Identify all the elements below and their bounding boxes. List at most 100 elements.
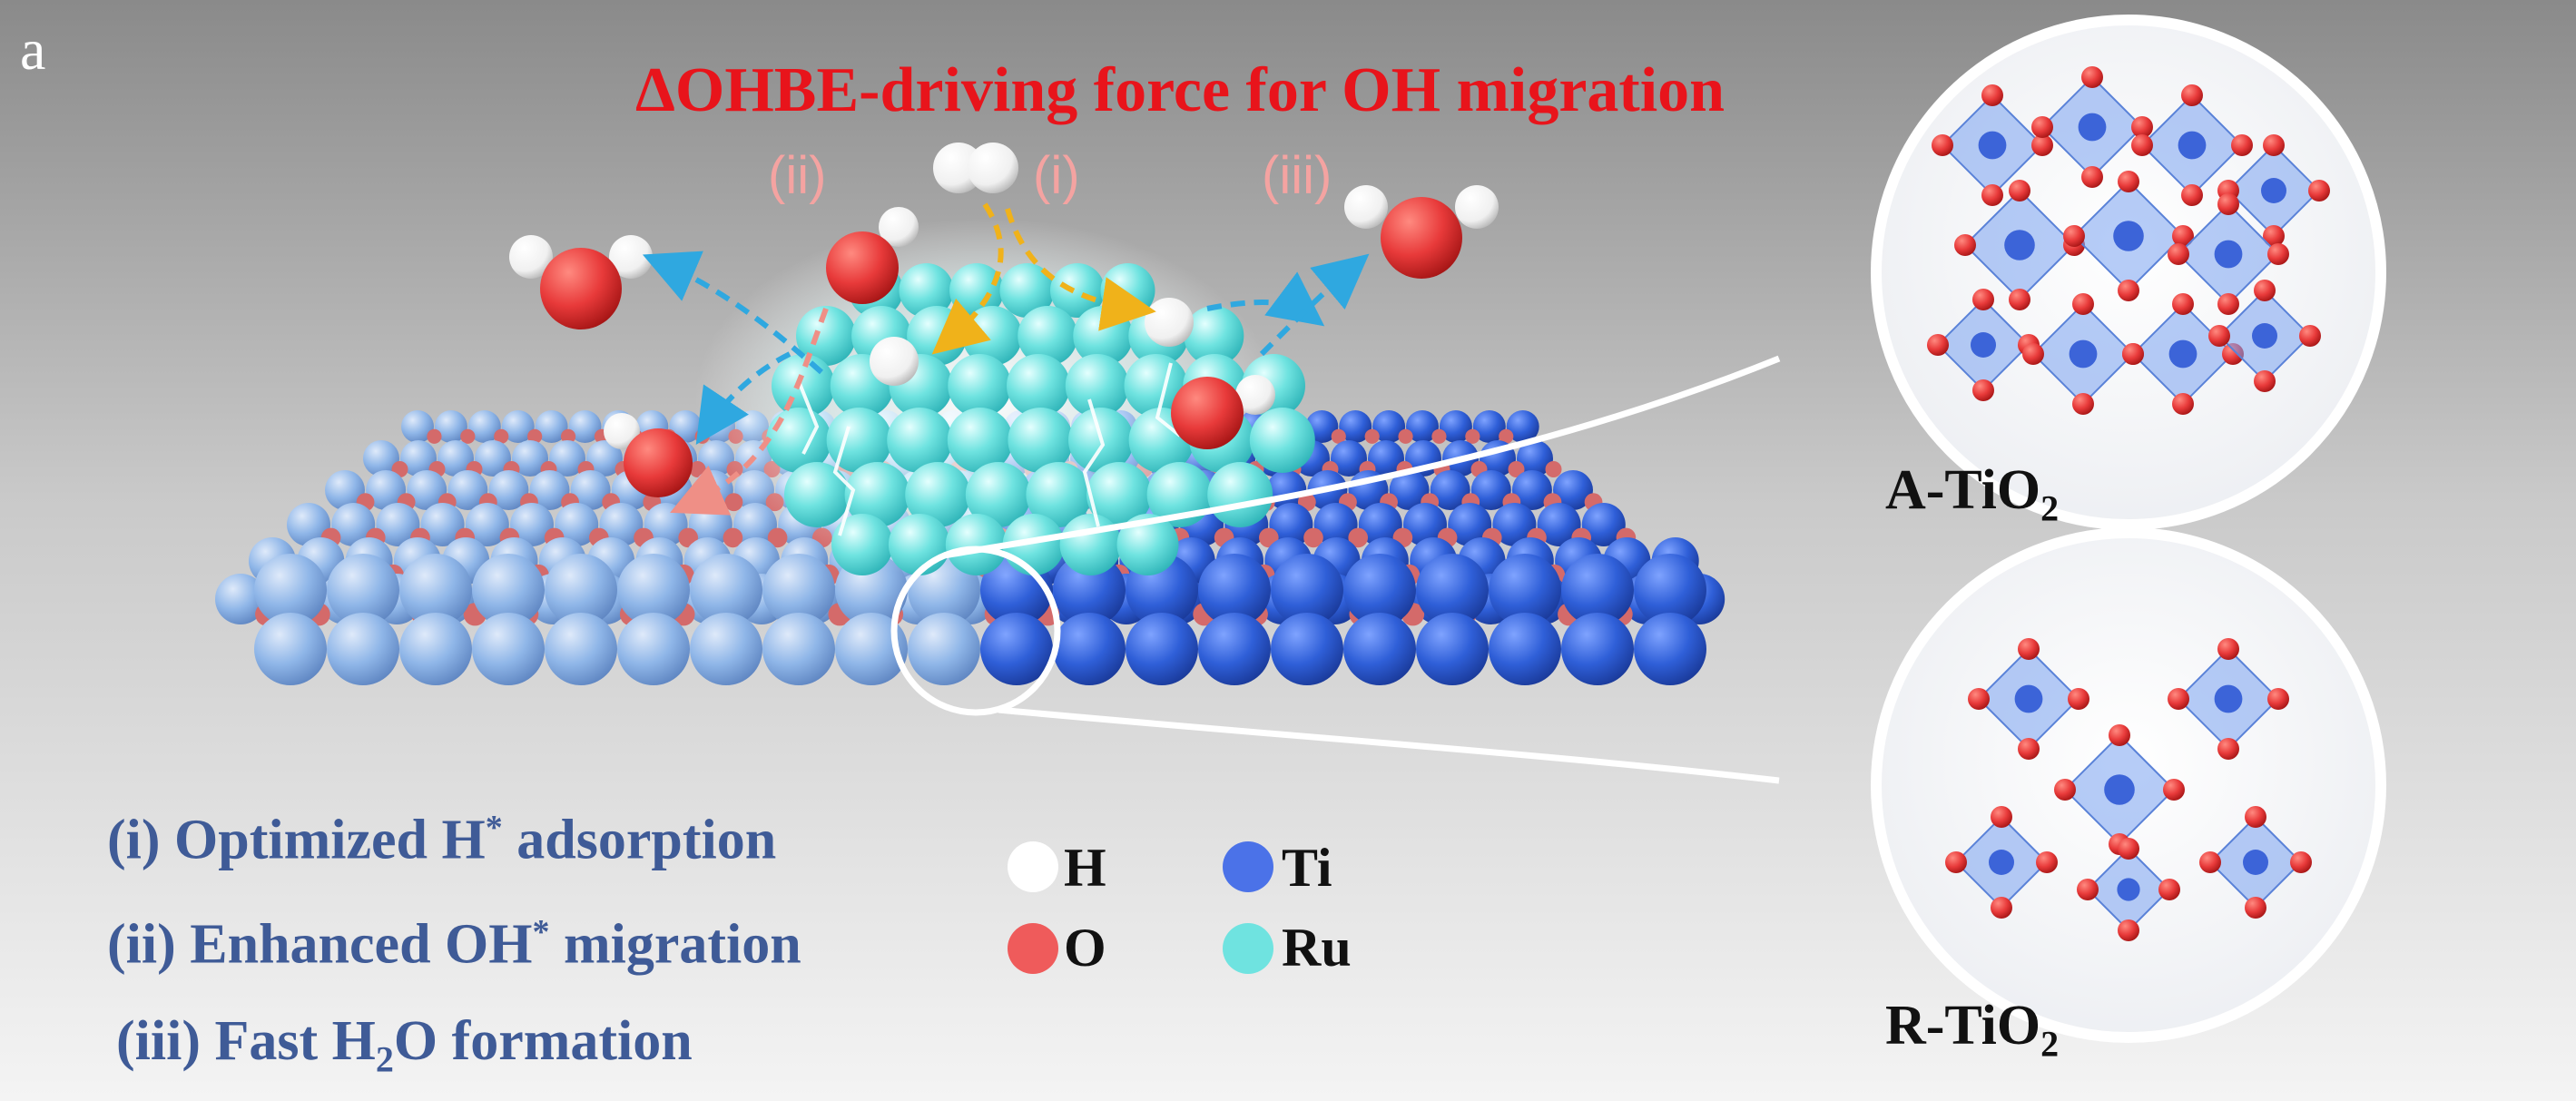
o-atom bbox=[2263, 225, 2285, 247]
ti-atom bbox=[1343, 554, 1416, 626]
ti-atom bbox=[586, 440, 623, 477]
o-atom bbox=[2072, 293, 2094, 315]
o-atom bbox=[2172, 293, 2194, 315]
panel-label: a bbox=[20, 17, 46, 82]
legend-h-dot bbox=[1008, 841, 1058, 892]
o-atom bbox=[1348, 527, 1368, 548]
o-atom bbox=[2031, 134, 2053, 156]
ti-atom bbox=[327, 613, 399, 685]
ru-atom bbox=[826, 408, 892, 473]
ru-atom bbox=[999, 263, 1055, 318]
ti-atom bbox=[555, 503, 599, 546]
o-atom bbox=[767, 527, 788, 548]
ru-atom bbox=[1018, 306, 1078, 366]
o-atom bbox=[560, 428, 576, 444]
anatase-structure bbox=[1927, 66, 2330, 415]
o-atom bbox=[1972, 289, 1994, 310]
o-atom bbox=[2181, 184, 2203, 206]
ti-atom bbox=[570, 470, 611, 510]
o-atom bbox=[2217, 193, 2239, 215]
o-atom bbox=[2299, 325, 2321, 347]
ti-atom bbox=[407, 470, 447, 510]
ti-atom bbox=[1470, 470, 1511, 510]
o-atom bbox=[2031, 116, 2053, 138]
o-atom bbox=[1364, 428, 1380, 444]
legend-o-label: O bbox=[1064, 918, 1106, 978]
ti-atom bbox=[1313, 503, 1358, 546]
o-atom bbox=[2009, 180, 2030, 202]
ti-atom bbox=[331, 503, 376, 546]
ti-atom bbox=[2261, 178, 2286, 203]
anatase-label: A-TiO2 bbox=[1885, 459, 2060, 529]
o-atom bbox=[2122, 343, 2144, 365]
ti-atom bbox=[420, 503, 465, 546]
o-atom bbox=[460, 428, 476, 444]
ru-atom bbox=[945, 514, 1008, 575]
o-atom bbox=[2118, 171, 2139, 192]
ti-atom bbox=[1489, 554, 1561, 626]
ti-atom bbox=[1492, 503, 1537, 546]
ti-atom bbox=[1358, 503, 1402, 546]
rutile-label: R-TiO2 bbox=[1885, 995, 2060, 1065]
ti-atom bbox=[488, 470, 529, 510]
rutile-structure bbox=[1945, 638, 2312, 941]
o-atom bbox=[1981, 84, 2003, 106]
ti-atom bbox=[617, 613, 690, 685]
hydrogen-right bbox=[1145, 298, 1194, 347]
ti-atom bbox=[1439, 410, 1472, 443]
ti-atom bbox=[980, 613, 1053, 685]
ti-atom bbox=[762, 613, 835, 685]
o-atom bbox=[527, 428, 543, 444]
o-atom bbox=[2054, 779, 2076, 801]
step-label-ii: (ii) bbox=[768, 146, 827, 205]
ti-atom bbox=[399, 613, 472, 685]
step-label-iii: (iii) bbox=[1262, 146, 1332, 205]
o-atom bbox=[1972, 379, 1994, 401]
ti-atom bbox=[1343, 613, 1416, 685]
arrow-blue-left-lower bbox=[695, 351, 791, 445]
ti-atom bbox=[401, 410, 434, 443]
o-atom bbox=[2081, 66, 2103, 88]
o-atom bbox=[2068, 688, 2089, 710]
ti-atom bbox=[327, 554, 399, 626]
ti-atom bbox=[1416, 613, 1489, 685]
ti-atom bbox=[475, 440, 511, 477]
legend-o-dot bbox=[1008, 923, 1058, 974]
ru-atom bbox=[1007, 354, 1070, 418]
ru-atom bbox=[1026, 462, 1092, 527]
ti-atom bbox=[1989, 850, 2014, 875]
ti-atom bbox=[2214, 684, 2243, 713]
ti-atom bbox=[366, 470, 407, 510]
ti-atom bbox=[1511, 470, 1552, 510]
o-atom bbox=[2168, 688, 2189, 710]
o-atom bbox=[2168, 243, 2189, 265]
hydrogen-molecule bbox=[933, 143, 1018, 193]
ti-atom bbox=[545, 613, 617, 685]
ti-atom bbox=[1978, 131, 2007, 160]
o-atom bbox=[1465, 428, 1480, 444]
ti-atom bbox=[1389, 470, 1430, 510]
ti-atom bbox=[545, 554, 617, 626]
o-atom bbox=[2172, 225, 2194, 247]
ru-atom bbox=[1008, 408, 1074, 473]
ru-atom bbox=[796, 306, 856, 366]
o-atom bbox=[2131, 116, 2153, 138]
ti-atom bbox=[1269, 503, 1313, 546]
o-atom bbox=[1927, 334, 1949, 356]
o-atom bbox=[2290, 851, 2312, 873]
o-atom bbox=[2022, 343, 2044, 365]
ti-atom bbox=[690, 554, 762, 626]
ti-atom bbox=[467, 410, 501, 443]
legend-ru-dot bbox=[1223, 923, 1273, 974]
ti-atom bbox=[501, 410, 535, 443]
ti-atom bbox=[1198, 613, 1271, 685]
ti-atom bbox=[2178, 131, 2207, 160]
ru-atom bbox=[1249, 408, 1315, 473]
ti-atom bbox=[2214, 240, 2243, 269]
ti-atom bbox=[1561, 613, 1634, 685]
ti-atom bbox=[535, 410, 568, 443]
ti-atom bbox=[1331, 440, 1367, 477]
ti-atom bbox=[472, 554, 545, 626]
ti-atom bbox=[325, 470, 365, 510]
ru-atom bbox=[784, 462, 850, 527]
